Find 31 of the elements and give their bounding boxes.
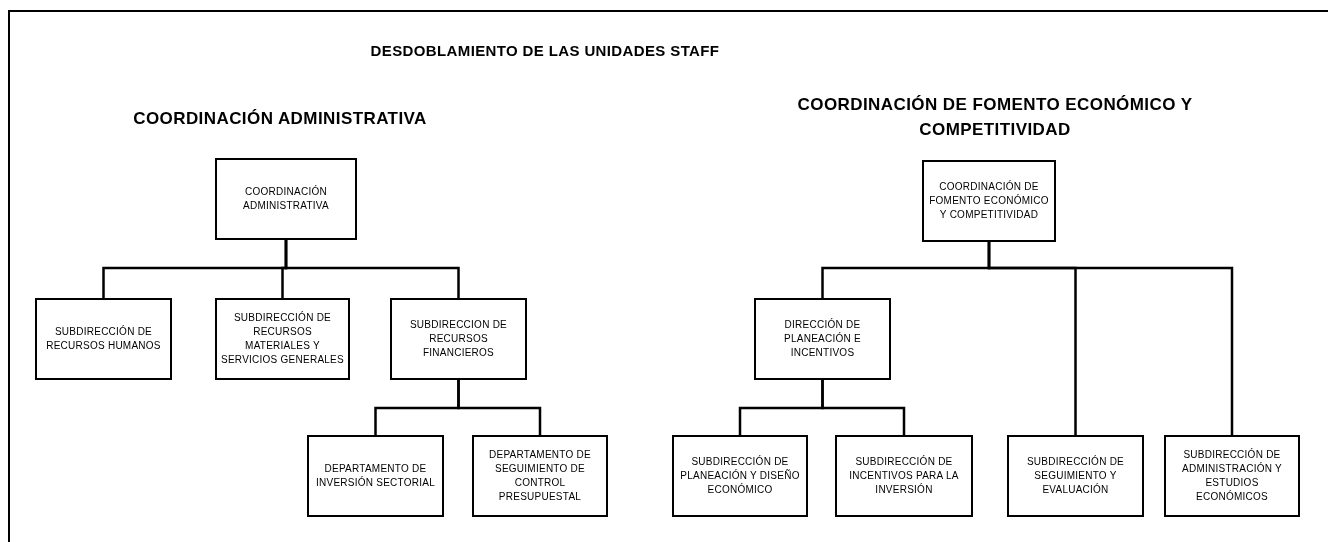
box-label: SUBDIRECCION DE RECURSOS FINANCIEROS — [408, 318, 509, 360]
org-box — [835, 435, 973, 517]
org-box — [754, 298, 891, 380]
connector-line — [987, 242, 1234, 435]
connector-line — [284, 240, 460, 298]
connector-line — [821, 380, 906, 435]
box-label: SUBDIRECCIÓN DE SEGUIMIENTO Y EVALUACIÓN — [1025, 455, 1126, 497]
box-label: SUBDIRECCIÓN DE PLANEACIÓN Y DISEÑO ECONÓMICO — [679, 455, 801, 497]
org-box — [922, 160, 1056, 242]
diagram-title: DESDOBLAMIENTO DE LAS UNIDADES STAFF — [369, 41, 721, 61]
box-label: DIRECCIÓN DE PLANEACIÓN E INCENTIVOS — [783, 318, 862, 360]
box-label: COORDINACIÓN DE FOMENTO ECONÓMICO Y COMPETITIVIDAD — [928, 180, 1050, 222]
section-heading: COORDINACIÓN DE FOMENTO ECONÓMICO Y COMPETITIVIDAD — [796, 94, 1194, 141]
org-box — [215, 298, 350, 380]
section-heading: COORDINACIÓN ADMINISTRATIVA — [132, 108, 428, 130]
connector-line — [457, 380, 542, 435]
box-label: SUBDIRECCIÓN DE INCENTIVOS PARA LA INVERSIÓN — [848, 455, 960, 497]
org-box — [672, 435, 808, 517]
org-box — [472, 435, 608, 517]
org-box — [307, 435, 444, 517]
box-label: DEPARTAMENTO DE SEGUIMIENTO DE CONTROL PRESUPUESTAL — [488, 448, 592, 504]
box-label: COORDINACIÓN ADMINISTRATIVA — [242, 185, 330, 213]
org-box — [1007, 435, 1144, 517]
box-label: SUBDIRECCIÓN DE RECURSOS MATERIALES Y SERVICIOS GENERALES — [221, 311, 344, 367]
box-label: DEPARTAMENTO DE INVERSIÓN SECTORIAL — [314, 462, 436, 490]
org-box — [35, 298, 172, 380]
org-box — [215, 158, 357, 240]
org-box — [390, 298, 527, 380]
org-box — [1164, 435, 1300, 517]
box-label: SUBDIRECCIÓN DE RECURSOS HUMANOS — [45, 325, 162, 353]
box-label: SUBDIRECCIÓN DE ADMINISTRACIÓN Y ESTUDIOS ECONÓMICOS — [1181, 448, 1283, 504]
